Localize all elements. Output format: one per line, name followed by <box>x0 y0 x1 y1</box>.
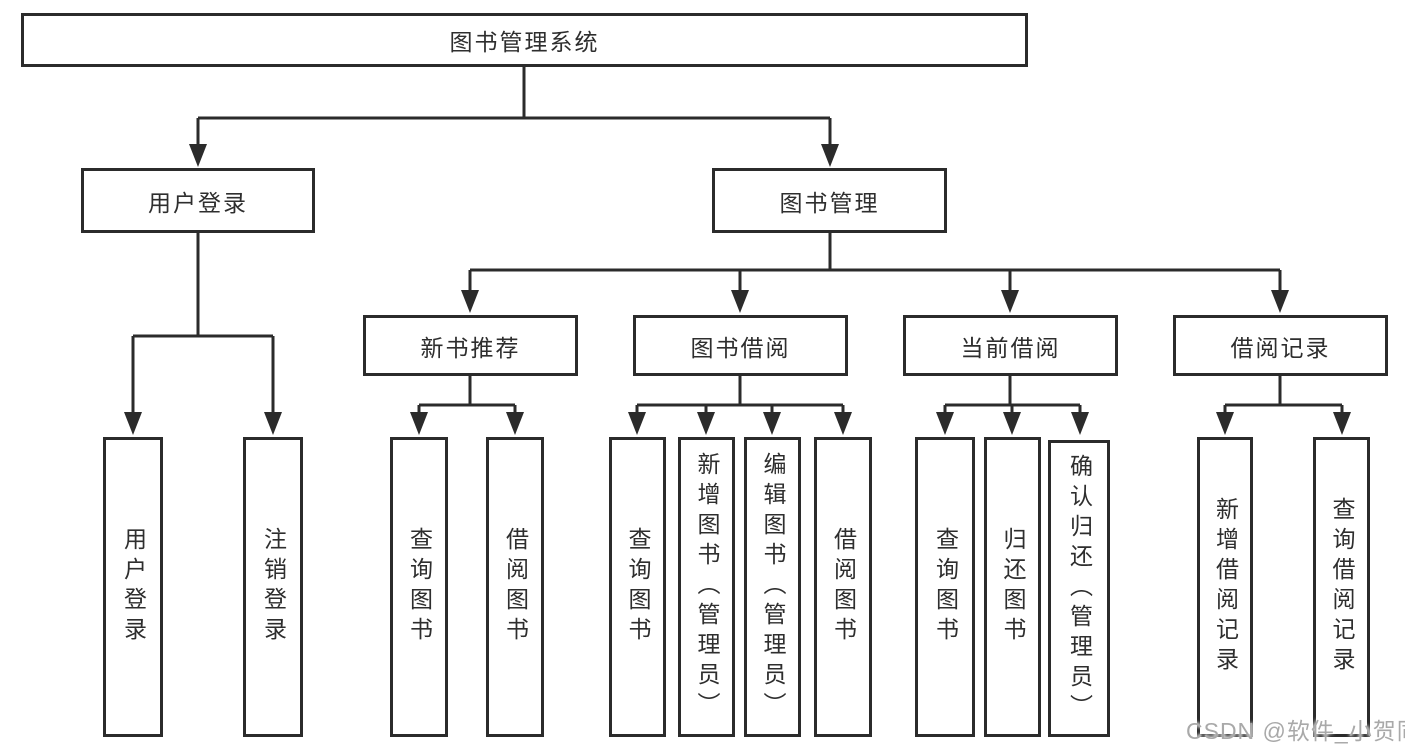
leaf-confirm-return-admin: 确认归还（管理员） <box>1048 440 1110 737</box>
leaf-borrow-books-recommend: 借阅图书 <box>486 437 544 737</box>
leaf-user-login: 用户登录 <box>103 437 163 737</box>
node-borrow-records: 借阅记录 <box>1173 315 1388 376</box>
leaf-query-borrow-record: 查询借阅记录 <box>1313 437 1370 737</box>
leaf-borrow-books: 借阅图书 <box>814 437 872 737</box>
leaf-query-books-current: 查询图书 <box>915 437 975 737</box>
leaf-logout: 注销登录 <box>243 437 303 737</box>
node-library-management-system: 图书管理系统 <box>21 13 1028 67</box>
node-new-book-recommend: 新书推荐 <box>363 315 578 376</box>
watermark-csdn: CSDN @软件_小贺同学 <box>1186 718 1405 744</box>
leaf-edit-book-admin: 编辑图书（管理员） <box>744 437 801 737</box>
node-current-borrow: 当前借阅 <box>903 315 1118 376</box>
leaf-return-book: 归还图书 <box>984 437 1041 737</box>
leaf-query-books-recommend: 查询图书 <box>390 437 448 737</box>
node-book-management: 图书管理 <box>712 168 947 233</box>
leaf-query-books-borrow: 查询图书 <box>609 437 666 737</box>
leaf-add-borrow-record: 新增借阅记录 <box>1197 437 1253 737</box>
leaf-add-book-admin: 新增图书（管理员） <box>678 437 735 737</box>
node-book-borrow: 图书借阅 <box>633 315 848 376</box>
node-user-login: 用户登录 <box>81 168 315 233</box>
